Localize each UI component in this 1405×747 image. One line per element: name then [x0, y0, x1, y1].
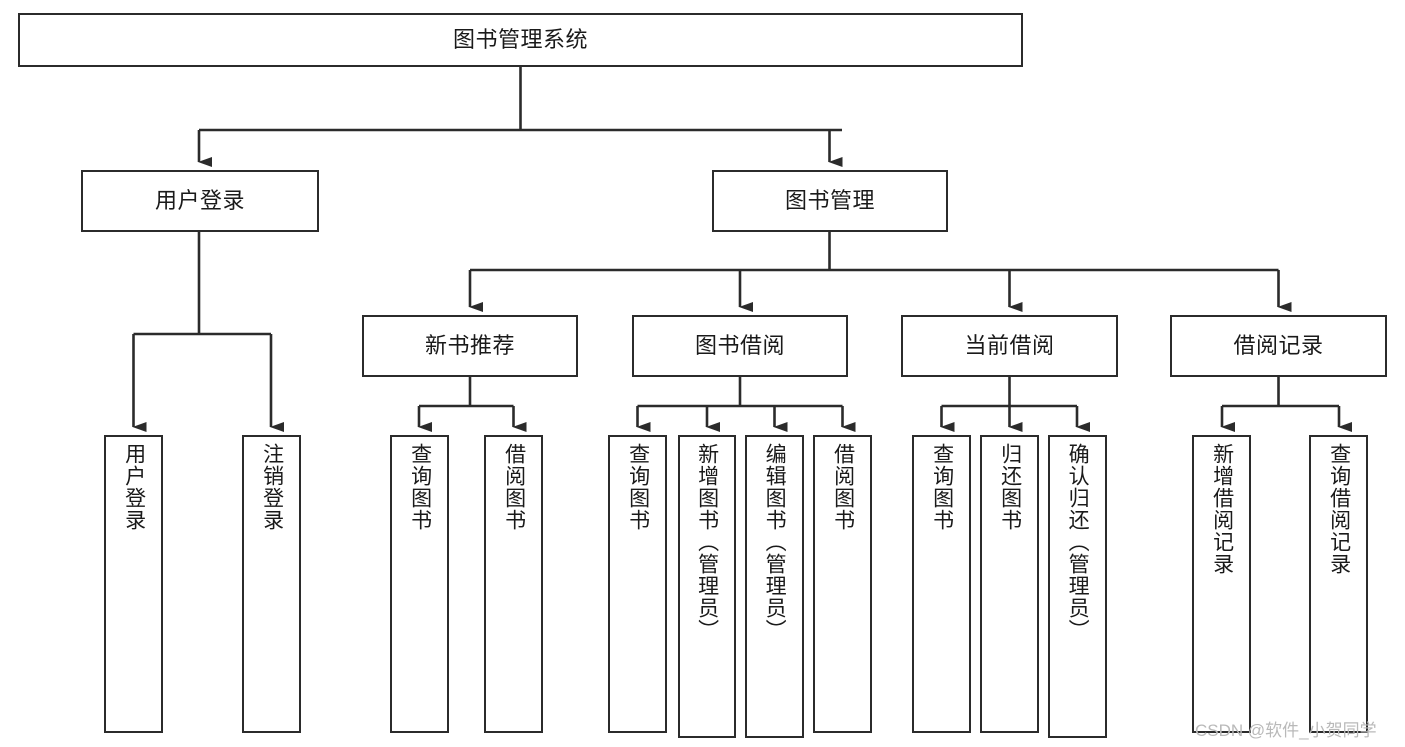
node-leaf-edit-book[interactable]: 编辑图书（管理员）	[745, 435, 804, 738]
node-leaf-borrow-book-2-label: 借阅图书	[831, 443, 855, 531]
node-current-borrow[interactable]: 当前借阅	[901, 315, 1118, 377]
node-leaf-return-book-label: 归还图书	[998, 443, 1022, 531]
node-leaf-confirm-return-label: 确认归还（管理员）	[1066, 443, 1090, 641]
node-user-login-label: 用户登录	[154, 188, 245, 214]
node-leaf-borrow-book-1-label: 借阅图书	[502, 443, 526, 531]
node-leaf-query-book-1-label: 查询图书	[408, 443, 432, 531]
node-book-borrow[interactable]: 图书借阅	[632, 315, 848, 377]
node-leaf-add-book[interactable]: 新增图书（管理员）	[678, 435, 736, 738]
node-leaf-query-book-2-label: 查询图书	[626, 443, 650, 531]
node-root-label: 图书管理系统	[452, 27, 588, 53]
node-leaf-add-record-label: 新增借阅记录	[1210, 443, 1234, 575]
node-leaf-logout-login[interactable]: 注销登录	[242, 435, 301, 733]
node-leaf-query-book-3-label: 查询图书	[930, 443, 954, 531]
node-borrow-record-label: 借阅记录	[1233, 333, 1324, 359]
node-leaf-user-login-label: 用户登录	[122, 443, 146, 531]
csdn-watermark: CSDN @软件_小贺同学	[1195, 721, 1377, 740]
node-leaf-return-book[interactable]: 归还图书	[980, 435, 1039, 733]
node-leaf-borrow-book-2[interactable]: 借阅图书	[813, 435, 872, 733]
node-leaf-add-book-label: 新增图书（管理员）	[695, 443, 719, 641]
node-user-login[interactable]: 用户登录	[81, 170, 319, 232]
node-new-book-recommend-label: 新书推荐	[424, 333, 515, 359]
node-leaf-user-login[interactable]: 用户登录	[104, 435, 163, 733]
node-leaf-edit-book-label: 编辑图书（管理员）	[763, 443, 787, 641]
node-leaf-add-record[interactable]: 新增借阅记录	[1192, 435, 1251, 733]
node-book-borrow-label: 图书借阅	[694, 333, 785, 359]
node-leaf-confirm-return[interactable]: 确认归还（管理员）	[1048, 435, 1107, 738]
node-leaf-query-record[interactable]: 查询借阅记录	[1309, 435, 1368, 733]
node-leaf-query-record-label: 查询借阅记录	[1327, 443, 1351, 575]
node-current-borrow-label: 当前借阅	[964, 333, 1055, 359]
node-leaf-logout-login-label: 注销登录	[260, 443, 284, 531]
node-leaf-query-book-1[interactable]: 查询图书	[390, 435, 449, 733]
node-new-book-recommend[interactable]: 新书推荐	[362, 315, 578, 377]
node-leaf-borrow-book-1[interactable]: 借阅图书	[484, 435, 543, 733]
node-book-manage[interactable]: 图书管理	[712, 170, 948, 232]
node-borrow-record[interactable]: 借阅记录	[1170, 315, 1387, 377]
node-leaf-query-book-2[interactable]: 查询图书	[608, 435, 667, 733]
node-leaf-query-book-3[interactable]: 查询图书	[912, 435, 971, 733]
node-book-manage-label: 图书管理	[784, 188, 875, 214]
node-root[interactable]: 图书管理系统	[18, 13, 1023, 67]
